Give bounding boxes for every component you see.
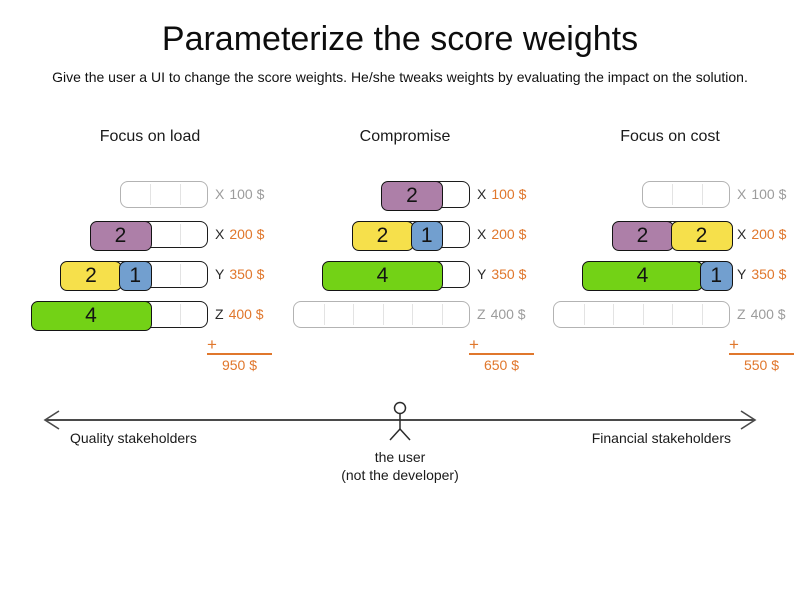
row-price: 400 $ bbox=[228, 306, 264, 322]
unit-gridline bbox=[179, 224, 181, 245]
row-price: 100 $ bbox=[229, 186, 265, 202]
row-letter: X bbox=[215, 186, 225, 202]
unit-gridline bbox=[179, 184, 181, 205]
row-price: 350 $ bbox=[751, 266, 787, 282]
unit-gridline bbox=[179, 304, 181, 325]
row-letter: X bbox=[737, 226, 747, 242]
unit-gridline bbox=[701, 304, 703, 325]
green-weight-block[interactable]: 4 bbox=[322, 260, 443, 291]
blue-weight-block[interactable]: 1 bbox=[119, 260, 152, 291]
purple-weight-block[interactable]: 2 bbox=[89, 220, 152, 251]
row-letter: X bbox=[215, 226, 225, 242]
column-header: Focus on cost bbox=[620, 128, 720, 145]
page-subtitle: Give the user a UI to change the score w… bbox=[52, 69, 748, 85]
yellow-weight-block[interactable]: 2 bbox=[670, 220, 733, 251]
unit-gridline bbox=[150, 184, 151, 205]
row-price: 200 $ bbox=[751, 226, 787, 242]
purple-weight-block[interactable]: 2 bbox=[611, 220, 674, 251]
unit-gridline bbox=[701, 184, 703, 205]
arrowhead-left-icon bbox=[43, 410, 60, 430]
weight-row-box[interactable]: 4 bbox=[30, 300, 208, 331]
row-price: 100 $ bbox=[751, 186, 787, 202]
column-total: 950 $ bbox=[221, 357, 258, 373]
quality-stakeholders-label: Quality stakeholders bbox=[70, 430, 197, 446]
green-weight-block[interactable]: 4 bbox=[582, 260, 703, 291]
unit-gridline bbox=[179, 264, 181, 285]
yellow-weight-block[interactable]: 2 bbox=[351, 220, 414, 251]
column-header: Focus on load bbox=[99, 128, 201, 145]
unit-gridline bbox=[672, 304, 673, 325]
stakeholder-axis bbox=[43, 401, 757, 441]
row-price: 350 $ bbox=[229, 266, 265, 282]
arrowhead-right-icon bbox=[740, 410, 757, 430]
row-letter: Y bbox=[737, 266, 747, 282]
unit-gridline bbox=[672, 184, 673, 205]
row-price: 200 $ bbox=[491, 226, 527, 242]
purple-weight-block[interactable]: 2 bbox=[381, 180, 443, 211]
blue-weight-block[interactable]: 1 bbox=[410, 220, 443, 251]
column-sum: +950 $ bbox=[207, 336, 272, 373]
green-weight-block[interactable]: 4 bbox=[30, 300, 152, 331]
unit-gridline bbox=[583, 304, 585, 325]
row-letter: Z bbox=[737, 306, 746, 322]
row-price: 200 $ bbox=[229, 226, 265, 242]
weight-row-box[interactable]: 2 bbox=[381, 180, 470, 211]
plus-sign: + bbox=[469, 336, 534, 355]
financial-stakeholders-label: Financial stakeholders bbox=[591, 430, 731, 446]
unit-gridline bbox=[353, 304, 354, 325]
weight-row-box[interactable] bbox=[119, 181, 208, 208]
unit-gridline bbox=[412, 304, 413, 325]
blue-weight-block[interactable]: 1 bbox=[700, 260, 733, 291]
plus-sign: + bbox=[207, 336, 272, 355]
unit-gridline bbox=[613, 304, 614, 325]
yellow-weight-block[interactable]: 2 bbox=[60, 260, 122, 291]
row-price: 400 $ bbox=[750, 306, 786, 322]
weight-row-box[interactable] bbox=[553, 301, 730, 328]
user-sublabel: (not the developer) bbox=[341, 467, 459, 483]
column-header: Compromise bbox=[359, 128, 451, 145]
column-total: 550 $ bbox=[743, 357, 780, 373]
user-label: the user bbox=[374, 449, 426, 465]
row-price: 400 $ bbox=[490, 306, 526, 322]
row-letter: Z bbox=[215, 306, 224, 322]
row-letter: Y bbox=[215, 266, 225, 282]
unit-gridline bbox=[441, 304, 443, 325]
row-letter: Z bbox=[477, 306, 486, 322]
weight-row-box[interactable]: 4 bbox=[322, 260, 470, 291]
weight-row-box[interactable]: 2 bbox=[89, 220, 208, 251]
unit-gridline bbox=[323, 304, 325, 325]
weight-row-box[interactable] bbox=[293, 301, 470, 328]
column-total: 650 $ bbox=[483, 357, 520, 373]
unit-gridline bbox=[382, 304, 384, 325]
row-price: 100 $ bbox=[491, 186, 527, 202]
row-letter: X bbox=[737, 186, 747, 202]
row-letter: X bbox=[477, 226, 487, 242]
row-price: 350 $ bbox=[491, 266, 527, 282]
column-sum: +650 $ bbox=[469, 336, 534, 373]
row-letter: Y bbox=[477, 266, 487, 282]
unit-gridline bbox=[642, 304, 644, 325]
page-title: Parameterize the score weights bbox=[161, 20, 639, 58]
column-sum: +550 $ bbox=[729, 336, 794, 373]
plus-sign: + bbox=[729, 336, 794, 355]
stick-figure-user-icon bbox=[389, 401, 411, 441]
weight-row-box[interactable] bbox=[641, 181, 730, 208]
row-letter: X bbox=[477, 186, 487, 202]
